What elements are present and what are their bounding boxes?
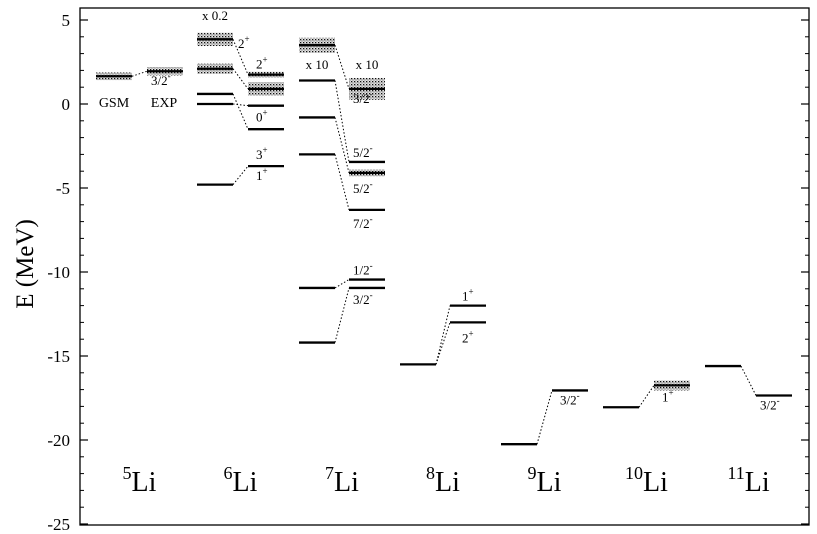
level-connector [435, 322, 451, 365]
spin-parity-label: 3/2- [353, 290, 373, 307]
level-connector [536, 390, 553, 445]
nucleus-label: 6Li [224, 463, 258, 498]
level-connector [232, 103, 249, 107]
spin-parity-label: 2+ [256, 55, 268, 72]
nucleus-label: 8Li [426, 463, 460, 498]
spin-parity-label: 5/2- [353, 179, 373, 196]
y-tick-label: -5 [56, 179, 70, 198]
spin-parity-label: 0+ [256, 108, 268, 125]
nucleus-label: 7Li [325, 463, 359, 498]
spin-parity-label: 7/2- [353, 214, 373, 231]
level-connectors [131, 39, 757, 445]
level-connector [232, 165, 249, 185]
plot-frame [79, 7, 810, 526]
spin-parity-label: 3/2- [560, 390, 580, 407]
scale-note: x 10 [306, 57, 329, 72]
scale-note: x 0.2 [202, 8, 228, 23]
level-connector [638, 385, 655, 408]
y-tick-label: -25 [47, 515, 70, 534]
level-connector [232, 93, 249, 130]
y-tick-label: -10 [47, 263, 70, 282]
level-connector [334, 80, 350, 163]
spin-parity-label: 2+ [238, 34, 250, 51]
y-tick-label: -15 [47, 347, 70, 366]
level-connector [334, 154, 350, 210]
y-tick-label: -20 [47, 431, 70, 450]
spin-parity-label: 2+ [462, 328, 474, 345]
y-tick-label: 0 [62, 95, 71, 114]
column-label-gsm: GSM [99, 96, 130, 111]
spin-parity-label: 1+ [256, 166, 268, 183]
energy-levels [96, 32, 792, 446]
level-connector [334, 117, 350, 174]
nucleus-label: 10Li [625, 463, 668, 498]
spin-parity-label: 3+ [256, 145, 268, 162]
spin-parity-label: 1/2- [353, 261, 373, 278]
spin-parity-label: 3/2- [151, 71, 171, 88]
scale-note: x 10 [356, 57, 379, 72]
level-connector [131, 70, 148, 77]
spin-parity-label: 1+ [662, 387, 674, 404]
column-label-exp: EXP [151, 96, 178, 111]
level-connector [334, 279, 350, 289]
nucleus-label: 11Li [727, 463, 769, 498]
level-connector [232, 68, 249, 90]
level-connector [232, 39, 249, 75]
y-axis-label: E (MeV) [12, 219, 39, 309]
y-tick-label: 5 [62, 11, 71, 30]
level-labels: 3/2- 5Li 1+ 3+ 0+ 2+ 2+ x 0.2 6Li 3/2- 1/2- 7/2- 5/2… [99, 8, 780, 498]
level-connector [740, 365, 757, 396]
level-connector [334, 287, 350, 343]
nucleus-label: 5Li [123, 463, 157, 498]
spin-parity-label: 3/2- [760, 395, 780, 412]
spin-parity-label: 5/2- [353, 143, 373, 160]
spin-parity-label: 3/2- [353, 89, 373, 106]
level-connector [334, 45, 350, 90]
y-axis: 5 0 -5 -10 -15 -20 -25 [47, 11, 809, 534]
level-connector [435, 305, 451, 365]
nucleus-label: 9Li [528, 463, 562, 498]
spin-parity-label: 1+ [462, 287, 474, 304]
